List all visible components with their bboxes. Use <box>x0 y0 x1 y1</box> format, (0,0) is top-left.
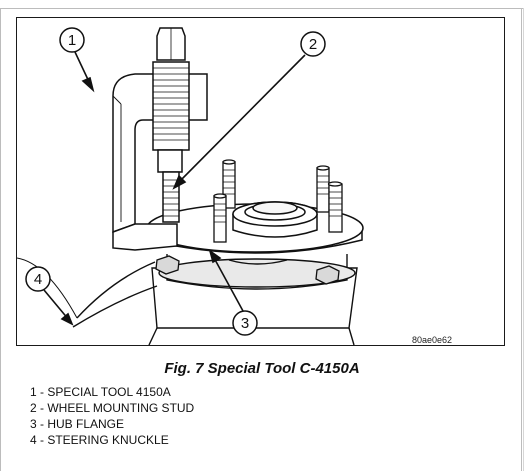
image-code: 80ae0e62 <box>412 335 453 345</box>
knuckle-nuts <box>155 255 340 285</box>
callout-number-2: 2 <box>309 36 317 53</box>
illustration: 1 2 3 4 <box>17 27 364 345</box>
legend-item: 4 - STEERING KNUCKLE <box>30 433 169 447</box>
callout-number-1: 1 <box>68 32 76 49</box>
figure-caption: Fig. 7 Special Tool C-4150A <box>164 360 360 377</box>
wheel-studs <box>213 159 343 243</box>
top-rule <box>0 8 524 9</box>
legend-item: 1 - SPECIAL TOOL 4150A <box>30 385 171 399</box>
legend-list: 1 - SPECIAL TOOL 4150A 2 - WHEEL MOUNTIN… <box>30 384 194 448</box>
callout-1 <box>59 27 85 53</box>
left-rule <box>0 8 1 471</box>
callout-4 <box>25 266 51 292</box>
callout-numbers: 1 2 3 4 <box>34 32 317 332</box>
callout-2 <box>300 31 326 57</box>
callout-number-3: 3 <box>241 315 249 332</box>
legend-item: 3 - HUB FLANGE <box>30 417 125 431</box>
hub-flange <box>146 201 364 254</box>
legend-item: 2 - WHEEL MOUNTING STUD <box>30 401 195 415</box>
callout-3 <box>232 310 258 336</box>
callout-number-4: 4 <box>34 271 42 288</box>
leader-lines <box>43 51 306 326</box>
figure-box: 1 2 3 4 80ae0e62 <box>16 17 505 346</box>
right-rule <box>521 8 522 471</box>
hub-body <box>158 254 356 290</box>
special-tool <box>112 27 208 251</box>
